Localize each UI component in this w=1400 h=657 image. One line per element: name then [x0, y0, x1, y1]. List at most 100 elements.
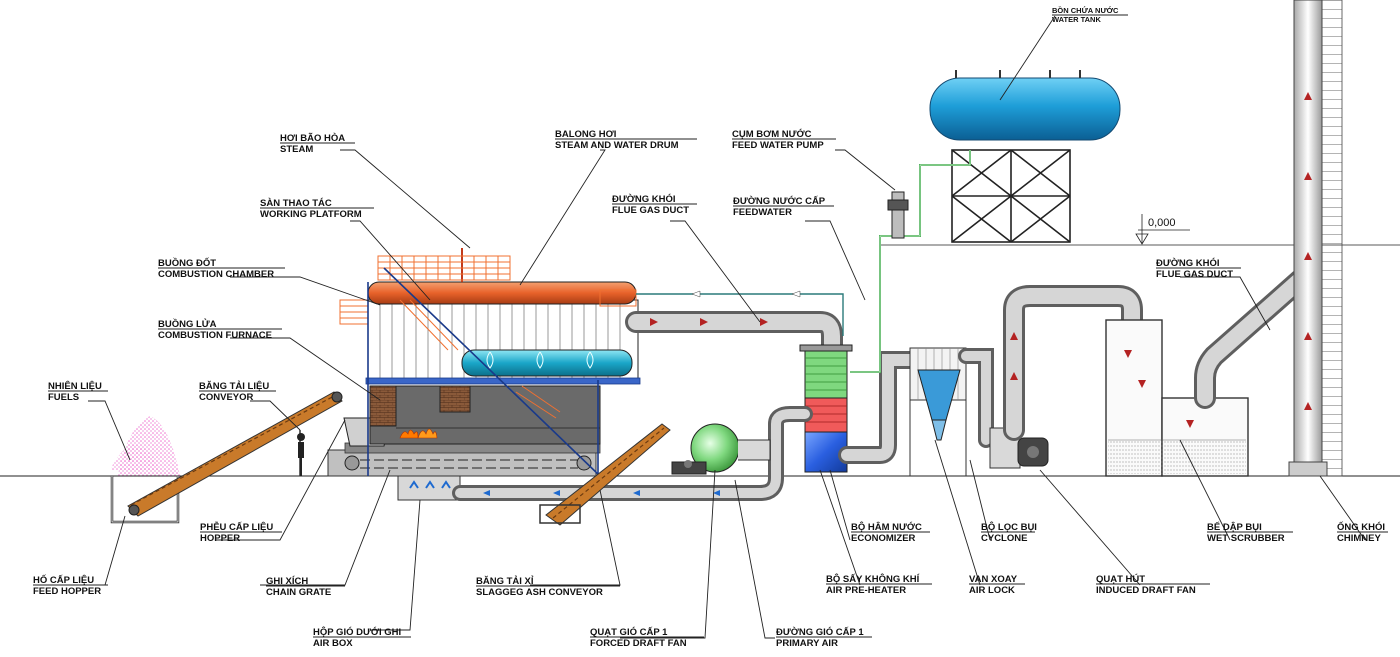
svg-text:HỐ CẤP LIỆU: HỐ CẤP LIỆU [33, 574, 94, 586]
label-feedwater: ĐƯỜNG NƯỚC CẤP FEEDWATER [733, 195, 834, 218]
elevation-text: 0,000 [1148, 217, 1176, 229]
label-water-tank: BỒN CHỨA NƯỚC WATER TANK [1052, 5, 1128, 24]
svg-text:GHI XÍCH: GHI XÍCH [266, 576, 308, 587]
svg-text:BỘ SẤY KHÔNG KHÍ: BỘ SẤY KHÔNG KHÍ [826, 573, 920, 585]
label-fuels: NHIÊN LIỆU FUELS [48, 380, 108, 403]
primary-air-arrows [483, 490, 720, 496]
label-ash-conveyor: BĂNG TẢI XỈ SLAGGEG ASH CONVEYOR [476, 575, 620, 598]
svg-text:STEAM AND WATER DRUM: STEAM AND WATER DRUM [555, 140, 679, 151]
label-wet-scrubber: BỂ DẬP BỤI WET SCRUBBER [1207, 521, 1293, 544]
slag-ash-conveyor [539, 423, 671, 526]
label-chamber: BUỒNG ĐỐT COMBUSTION CHAMBER [158, 257, 285, 280]
wet-scrubber [1105, 319, 1249, 477]
label-chain-grate: GHI XÍCH CHAIN GRATE [266, 576, 345, 598]
svg-text:PHỄU CẤP LIỆU: PHỄU CẤP LIỆU [200, 521, 273, 533]
id-duct-arrows [1010, 332, 1018, 380]
label-feed-pump: CỤM BƠM NƯỚC FEED WATER PUMP [732, 128, 836, 151]
svg-text:COMBUSTION FURNACE: COMBUSTION FURNACE [158, 330, 272, 341]
steam-line-arrows [691, 290, 801, 298]
svg-text:FEED HOPPER: FEED HOPPER [33, 586, 101, 597]
label-flue-duct-1: ĐƯỜNG KHÓI FLUE GAS DUCT [612, 193, 697, 216]
svg-text:WET SCRUBBER: WET SCRUBBER [1207, 533, 1285, 544]
svg-text:BALONG HƠI: BALONG HƠI [555, 129, 616, 140]
label-id-fan: QUẠT HÚT INDUCED DRAFT FAN [1096, 573, 1210, 596]
svg-text:WATER TANK: WATER TANK [1052, 15, 1101, 24]
svg-text:QUẠT GIÓ CẤP 1: QUẠT GIÓ CẤP 1 [590, 626, 668, 638]
svg-text:BĂNG TẢI XỈ: BĂNG TẢI XỈ [476, 575, 534, 587]
svg-text:FEEDWATER: FEEDWATER [733, 207, 792, 218]
fuel-pile [118, 416, 180, 476]
label-feed-hopper: HỐ CẤP LIỆU FEED HOPPER [33, 574, 108, 597]
svg-text:WORKING PLATFORM: WORKING PLATFORM [260, 209, 362, 220]
steam-drum [367, 281, 637, 305]
svg-text:INDUCED DRAFT FAN: INDUCED DRAFT FAN [1096, 585, 1196, 596]
lower-drum [461, 349, 633, 377]
label-chimney: ỐNG KHÓI CHIMNEY [1337, 521, 1388, 544]
svg-text:SLAGGEG ASH CONVEYOR: SLAGGEG ASH CONVEYOR [476, 587, 603, 598]
svg-text:FLUE GAS DUCT: FLUE GAS DUCT [612, 205, 689, 216]
induced-draft-fan [989, 427, 1049, 469]
svg-text:BUỒNG ĐỐT: BUỒNG ĐỐT [158, 257, 216, 269]
boiler-deck [365, 377, 641, 385]
air-box [397, 476, 461, 501]
steam-line [636, 293, 844, 336]
chimney [1288, 0, 1343, 477]
label-air-preheater: BỘ SẤY KHÔNG KHÍ AIR PRE-HEATER [826, 573, 932, 596]
lower-drum-bulbs [486, 351, 594, 369]
svg-text:COMBUSTION CHAMBER: COMBUSTION CHAMBER [158, 269, 274, 280]
svg-text:AIR LOCK: AIR LOCK [969, 585, 1015, 596]
svg-text:PRIMARY AIR: PRIMARY AIR [776, 638, 838, 649]
label-furnace: BUỒNG LỬA COMBUSTION FURNACE [158, 318, 282, 341]
svg-text:ĐƯỜNG KHÓI: ĐƯỜNG KHÓI [612, 193, 676, 205]
svg-text:CYCLONE: CYCLONE [981, 533, 1027, 544]
label-fd-fan: QUẠT GIÓ CẤP 1 FORCED DRAFT FAN [590, 626, 704, 649]
label-air-box: HỘP GIÓ DƯỚI GHI AIR BOX [313, 626, 411, 649]
fuel-conveyor [127, 391, 343, 517]
flue-duct-arrows [650, 318, 768, 326]
label-hopper: PHỄU CẤP LIỆU HOPPER [200, 521, 282, 544]
svg-text:AIR PRE-HEATER: AIR PRE-HEATER [826, 585, 906, 596]
label-air-lock: VAN XOAY AIR LOCK [969, 574, 1025, 596]
svg-text:SÀN THAO TÁC: SÀN THAO TÁC [260, 198, 332, 209]
tank-stand [951, 149, 1071, 243]
flame-icon-2 [417, 428, 438, 439]
svg-text:CHIMNEY: CHIMNEY [1337, 533, 1381, 544]
svg-text:STEAM: STEAM [280, 144, 313, 155]
feed-water-pump [887, 191, 909, 239]
label-flue-duct-2: ĐƯỜNG KHÓI FLUE GAS DUCT [1156, 257, 1241, 280]
svg-text:FUELS: FUELS [48, 392, 79, 403]
chain-grate [327, 442, 601, 477]
flue-duct-to-cyclone [838, 351, 919, 464]
label-primary-air: ĐƯỜNG GIÓ CẤP 1 PRIMARY AIR [776, 626, 872, 649]
svg-text:ĐƯỜNG KHÓI: ĐƯỜNG KHÓI [1156, 257, 1220, 269]
svg-text:FLUE GAS DUCT: FLUE GAS DUCT [1156, 269, 1233, 280]
label-platform: SÀN THAO TÁC WORKING PLATFORM [260, 198, 374, 220]
svg-text:BỘ HÂM NƯỚC: BỘ HÂM NƯỚC [851, 521, 922, 533]
svg-text:CỤM BƠM NƯỚC: CỤM BƠM NƯỚC [732, 128, 812, 140]
svg-text:BĂNG TẢI LIỆU: BĂNG TẢI LIỆU [199, 380, 269, 392]
label-conveyor: BĂNG TẢI LIỆU CONVEYOR [199, 380, 276, 403]
support-columns [367, 267, 601, 477]
svg-text:VAN XOAY: VAN XOAY [969, 574, 1018, 585]
svg-text:BỒN CHỨA NƯỚC: BỒN CHỨA NƯỚC [1052, 5, 1119, 15]
label-steam: HƠI BÃO HÒA STEAM [280, 132, 355, 155]
svg-text:HƠI BÃO HÒA: HƠI BÃO HÒA [280, 132, 345, 144]
svg-text:BỘ LỌC BỤI: BỘ LỌC BỤI [981, 521, 1037, 533]
svg-text:HỘP GIÓ DƯỚI GHI: HỘP GIÓ DƯỚI GHI [313, 626, 401, 638]
label-cyclone: BỘ LỌC BỤI CYCLONE [981, 521, 1037, 544]
cyclone [909, 347, 967, 476]
svg-text:HOPPER: HOPPER [200, 533, 240, 544]
svg-text:AIR BOX: AIR BOX [313, 638, 353, 649]
label-steam-drum: BALONG HƠI STEAM AND WATER DRUM [555, 129, 697, 151]
flame-icon [399, 429, 419, 439]
air-preheater [804, 397, 848, 473]
svg-text:ỐNG KHÓI: ỐNG KHÓI [1337, 521, 1385, 533]
svg-text:BUỒNG LỬA: BUỒNG LỬA [158, 318, 217, 330]
svg-text:ĐƯỜNG GIÓ CẤP 1: ĐƯỜNG GIÓ CẤP 1 [776, 626, 864, 638]
svg-text:FORCED DRAFT FAN: FORCED DRAFT FAN [590, 638, 687, 649]
svg-text:CHAIN GRATE: CHAIN GRATE [266, 587, 331, 598]
svg-text:QUẠT HÚT: QUẠT HÚT [1096, 573, 1145, 585]
svg-text:ĐƯỜNG NƯỚC CẤP: ĐƯỜNG NƯỚC CẤP [733, 195, 826, 207]
combustion-furnace [369, 385, 601, 445]
